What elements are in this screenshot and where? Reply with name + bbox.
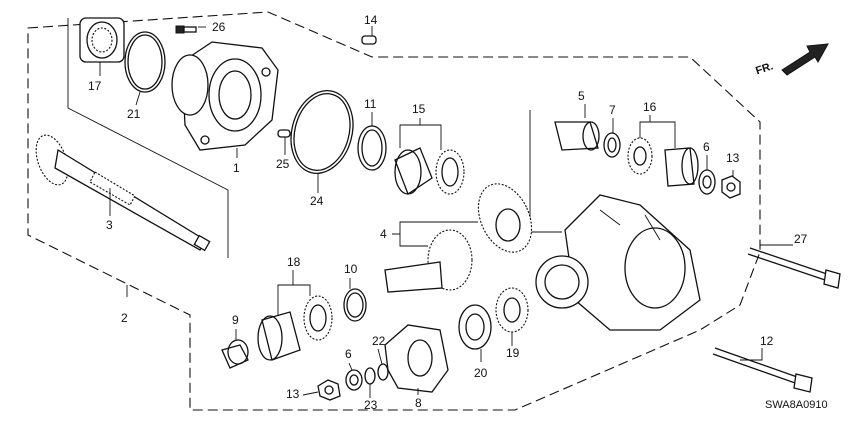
part-5-sleeve [554,121,600,151]
callout-21: 21 [127,107,141,121]
diagram-code: SWA8A0910 [765,399,828,411]
callout-19: 19 [506,346,520,360]
callout-17: 17 [88,79,102,93]
callout-6-lower: 6 [345,347,352,361]
callout-labels: 17 21 26 1 14 25 24 3 11 15 4 5 7 16 6 1… [88,13,808,412]
part-15-bearing [394,147,465,195]
part-11-ring [357,125,387,171]
part-16-bearing [627,137,699,187]
part-21-o-ring [124,31,166,93]
callout-10: 10 [344,262,358,276]
callout-15: 15 [412,102,426,116]
callout-8: 8 [415,396,422,410]
part-4-gear-set [384,183,533,293]
assembly-boundary [27,11,761,411]
part-6-washer-upper [698,169,716,195]
callout-22: 22 [372,334,386,348]
callout-1: 1 [233,161,240,175]
callout-26: 26 [212,20,226,34]
part-26-bolt [175,25,197,34]
callout-27: 27 [794,232,808,246]
part-14-pin [361,35,377,45]
callout-20: 20 [474,366,488,380]
part-20-seal [458,304,492,350]
part-18-bearing [257,295,333,361]
part-7-washer [603,132,621,158]
callout-4: 4 [380,227,387,241]
callout-23: 23 [364,398,378,412]
callout-13-lower: 13 [286,387,300,401]
callout-18: 18 [287,255,301,269]
callout-11: 11 [364,97,377,111]
callout-13-upper: 13 [726,151,740,165]
part-23-ring [364,367,376,385]
callout-12: 12 [760,334,774,348]
callout-2: 2 [121,311,128,325]
callout-5: 5 [578,89,585,103]
part-3-shaft [35,134,211,252]
part-17-bearing [79,17,125,63]
callout-14: 14 [364,13,378,27]
part-22-ring [377,363,389,381]
main-case [535,194,701,331]
callout-24: 24 [310,194,324,208]
leader-lines [99,26,793,398]
callout-6-upper: 6 [703,140,710,154]
part-6-washer-lower [345,369,363,391]
part-19-bearing [495,287,529,333]
callout-9: 9 [232,313,239,327]
callout-16: 16 [643,100,657,114]
part-12-bolt [712,347,813,393]
subassembly-boundary-upper [67,18,229,258]
part-8-cover [384,324,449,393]
callout-7: 7 [609,103,616,117]
part-13-nut-upper [721,175,741,199]
part-27-bolt [747,247,841,289]
part-10-ring [343,288,367,322]
part-25-pin [277,129,291,138]
part-1-housing [171,41,279,151]
direction-label: FR. [754,60,775,77]
front-direction-arrow [781,43,829,76]
part-13-nut-lower [317,379,341,401]
part-24-o-ring [290,90,354,174]
part-9-collar [221,339,249,369]
callout-3: 3 [106,218,113,232]
callout-25: 25 [276,157,290,171]
